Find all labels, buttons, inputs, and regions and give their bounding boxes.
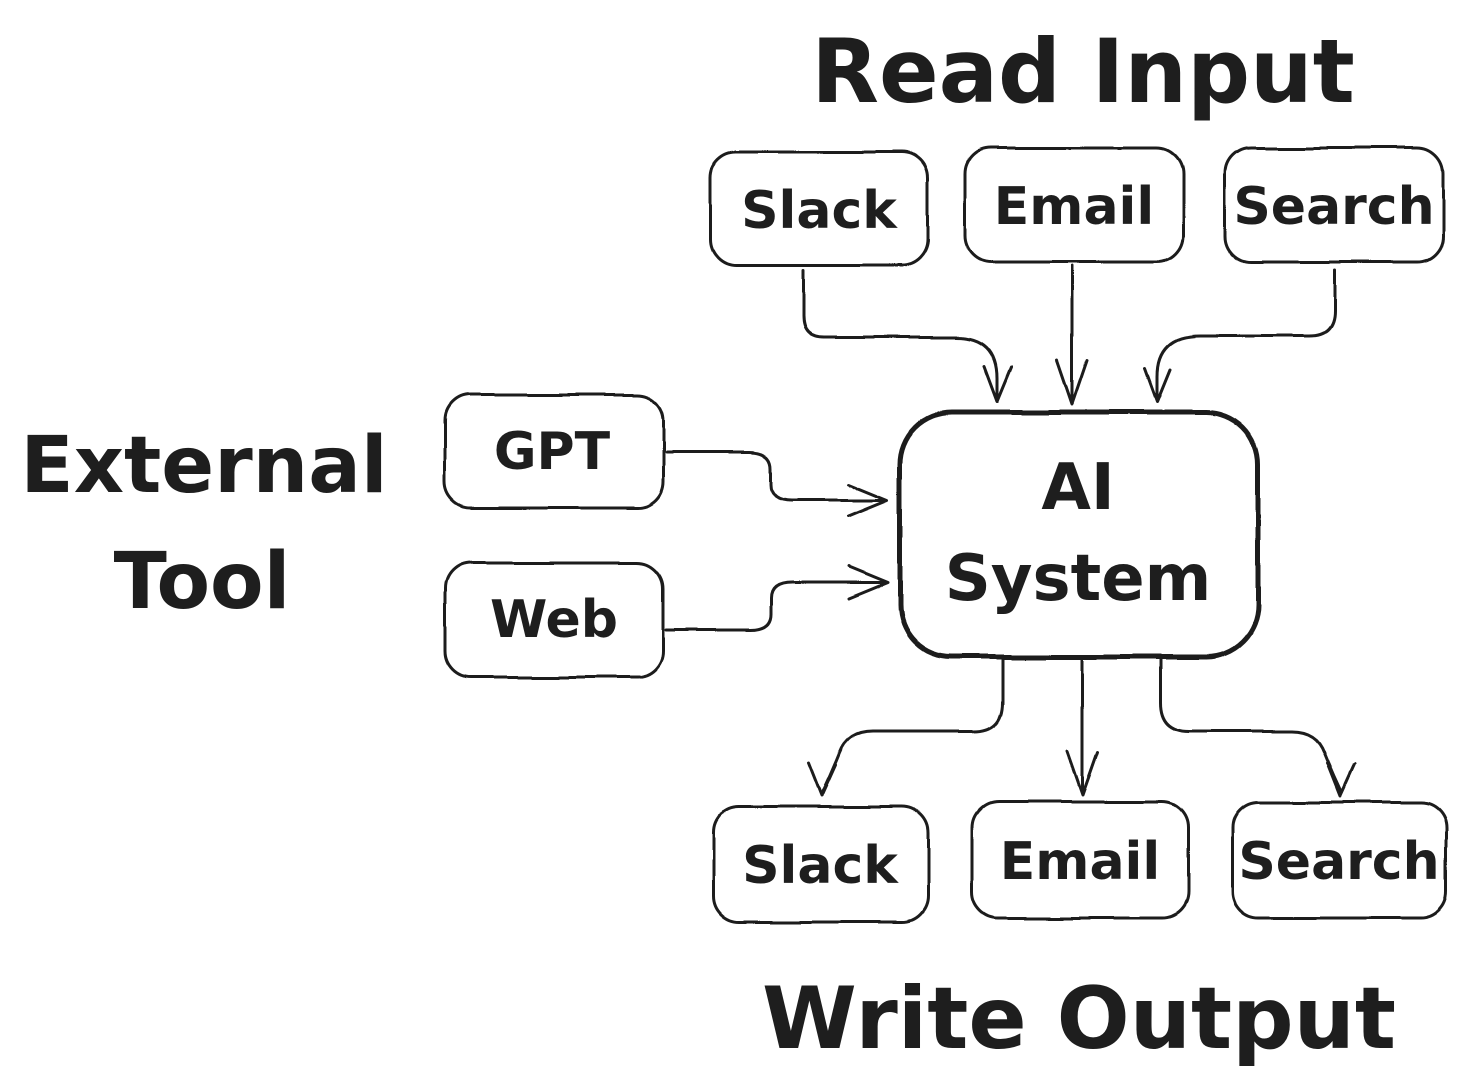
arrow-slack-input-to-ai <box>801 268 1013 403</box>
arrow-ai-to-slack-output <box>806 657 1005 798</box>
node-web <box>444 561 665 679</box>
arrow-ai-to-email-output <box>1065 657 1099 797</box>
node-search-input <box>1223 146 1445 264</box>
arrow-web-to-ai <box>664 564 890 632</box>
arrow-gpt-to-ai <box>664 450 890 518</box>
node-ai-system-label-line2: System <box>945 542 1212 616</box>
node-slack-output <box>711 805 930 924</box>
title-external-tool-line2: Tool <box>114 537 291 627</box>
arrow-search-input-to-ai <box>1144 268 1337 403</box>
node-gpt-label: GPT <box>494 422 611 482</box>
node-slack-input <box>708 150 930 267</box>
node-email-output <box>970 800 1190 920</box>
title-read-input: Read Input <box>811 20 1355 123</box>
node-web-label: Web <box>490 590 618 650</box>
title-external-tool-line1: External <box>20 421 387 511</box>
node-gpt <box>443 393 665 510</box>
node-email-input <box>963 146 1185 264</box>
node-slack-input-label: Slack <box>741 181 898 241</box>
node-ai-system <box>897 409 1261 660</box>
arrow-ai-to-search-output <box>1159 657 1357 798</box>
node-email-output-label: Email <box>1000 832 1160 892</box>
node-search-output <box>1230 800 1449 920</box>
node-search-input-label: Search <box>1233 177 1434 237</box>
title-write-output: Write Output <box>762 969 1396 1069</box>
node-email-input-label: Email <box>994 177 1154 237</box>
node-ai-system-label-line1: AI <box>1041 451 1114 525</box>
arrow-email-input-to-ai <box>1055 264 1089 406</box>
node-search-output-label: Search <box>1238 832 1439 892</box>
node-slack-output-label: Slack <box>742 836 899 896</box>
